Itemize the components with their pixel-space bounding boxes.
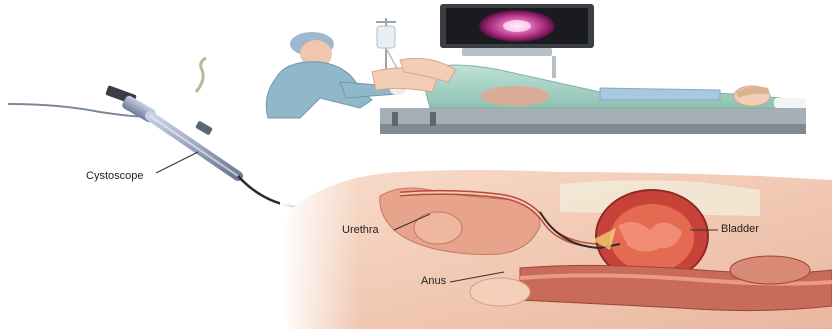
pelvic-cross-section	[280, 168, 832, 329]
operating-room-scene	[266, 4, 806, 134]
urethra-label: Urethra	[342, 224, 379, 236]
cystoscope-leader	[156, 152, 198, 173]
cystoscope-label: Cystoscope	[86, 170, 143, 182]
iv-bag-icon	[376, 18, 400, 74]
operating-table	[380, 108, 806, 134]
bladder-label: Bladder	[721, 223, 759, 235]
patient-figure	[372, 58, 806, 108]
anus-label: Anus	[421, 275, 446, 287]
